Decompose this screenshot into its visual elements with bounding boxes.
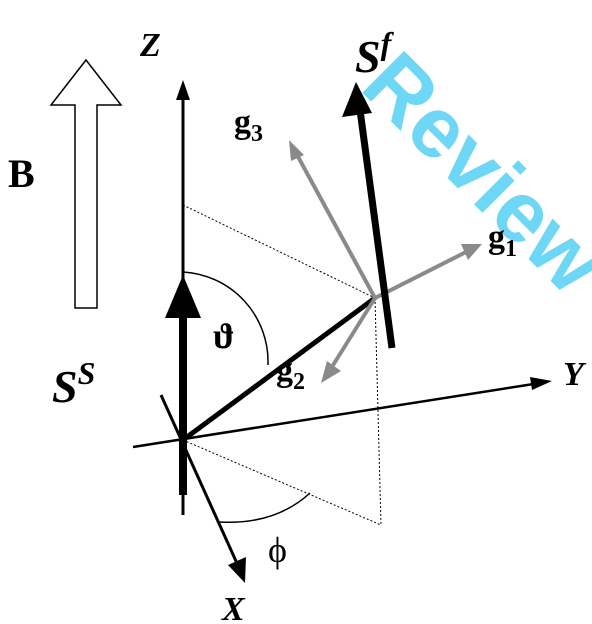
y-axis-line — [132, 381, 541, 449]
g1-subscript: 1 — [505, 236, 517, 262]
s-s-arrowhead-icon — [165, 275, 201, 318]
x-axis-arrowhead-icon — [228, 557, 246, 583]
s-s-vector — [165, 275, 201, 495]
theta-arc — [182, 271, 269, 366]
s-f-arrowhead-icon — [342, 82, 372, 117]
s-f-superscript: f — [381, 25, 395, 61]
x-axis-label: X — [221, 591, 246, 624]
b-field-arrow — [49, 58, 123, 309]
field-label: B — [8, 151, 35, 196]
projection-top — [182, 204, 376, 299]
g2-base: g — [276, 352, 293, 389]
bond-line — [181, 295, 377, 443]
s-f-base: S — [355, 31, 381, 82]
y-axis-arrowhead-icon — [530, 377, 552, 390]
s-s-label: SS — [52, 355, 95, 412]
g2-subscript: 2 — [293, 369, 305, 395]
g3-base: g — [234, 104, 251, 141]
projection-vertical — [374, 297, 382, 526]
g1-label: g1 — [488, 219, 517, 262]
phi-arc — [219, 492, 311, 523]
g3-arrowhead-icon — [289, 140, 304, 161]
g2-arrowhead-icon — [321, 361, 341, 383]
x-axis-line — [159, 394, 242, 571]
s-f-vector — [342, 82, 396, 349]
g1-vector — [374, 250, 467, 300]
g3-subscript: 3 — [251, 121, 263, 147]
g2-label: g2 — [276, 352, 305, 395]
g2-vector — [328, 296, 377, 372]
phi-label: ϕ — [268, 530, 287, 570]
g1-arrowhead-icon — [461, 244, 482, 260]
projection-lines — [182, 204, 382, 526]
theta-label: ϑ — [213, 316, 235, 356]
z-axis-label: Z — [139, 27, 161, 64]
y-axis-label: Y — [563, 356, 587, 393]
g3-vector — [294, 152, 377, 299]
z-axis-arrowhead-icon — [176, 80, 190, 100]
open-arrow-icon — [49, 58, 123, 309]
s-f-label: Sf — [355, 25, 395, 82]
s-s-superscript: S — [78, 355, 96, 391]
g1-base: g — [488, 219, 505, 256]
g3-label: g3 — [234, 104, 263, 147]
s-s-base: S — [52, 361, 78, 412]
g-vectors — [294, 152, 467, 372]
